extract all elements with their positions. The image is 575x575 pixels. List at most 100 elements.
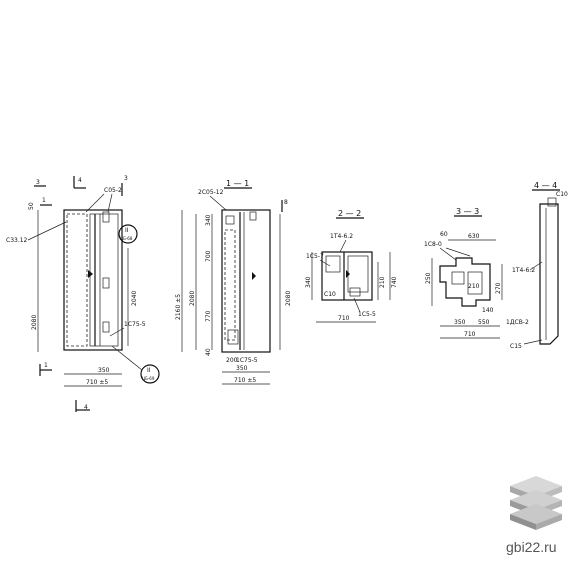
- void: [451, 271, 465, 285]
- dimension-text: 2080: [189, 291, 196, 306]
- leader-line: [209, 195, 227, 211]
- section-2-2: 2 — 2 1T4-6.2 1C5-7 C10 1C5-5 340 210 74…: [305, 209, 398, 323]
- arrow-mark: [88, 270, 93, 278]
- callout-sheet: ЦБ-69: [142, 376, 155, 381]
- tag-label: C33.12: [6, 237, 28, 244]
- leader-line: [107, 193, 113, 213]
- dimension-text: 710 ±5: [86, 379, 108, 386]
- dimension-text: 50: [28, 202, 35, 210]
- dimension-text: 2160 ±5: [175, 294, 182, 320]
- leader-line: [445, 247, 471, 257]
- dimension-text: 340: [205, 214, 212, 226]
- dimension-text: 2040: [131, 291, 138, 306]
- dimension-text: 200: [226, 357, 238, 364]
- dimension-text: 770: [205, 310, 212, 322]
- cut-label: 1: [44, 362, 48, 369]
- cut-label: 3: [36, 179, 40, 186]
- dimension-text: 350: [454, 319, 466, 326]
- tag-label: 1T4-6.2: [330, 233, 353, 240]
- tag-label: C15: [510, 343, 522, 350]
- dimension-text: 700: [205, 250, 212, 262]
- tag-label: 1ДСВ-2: [506, 319, 529, 326]
- anchor-plate: [102, 211, 110, 223]
- section-title: 1 — 1: [226, 179, 249, 188]
- dimension-text: 740: [391, 276, 398, 288]
- section-outline: [221, 209, 271, 353]
- section-outline: [439, 257, 491, 307]
- void: [467, 271, 483, 295]
- detail-callout: [118, 224, 138, 244]
- tag-label: C10: [324, 291, 336, 298]
- dimension-text: 710: [464, 331, 476, 338]
- anchor-plate: [547, 197, 557, 207]
- section-1-1: 1 — 1 2C05-12 8 2160 ±5 2080 340 700 770…: [175, 179, 292, 385]
- dimension-text: 550: [478, 319, 490, 326]
- anchor-plate: [325, 255, 341, 273]
- tag-label: 1C5-7: [306, 253, 324, 260]
- dimension-text: 270: [495, 282, 502, 294]
- dimension-text: 2080: [31, 315, 38, 330]
- dimension-text: 250: [425, 272, 432, 284]
- panel-outline: [63, 209, 123, 351]
- section-outline: [321, 251, 373, 301]
- watermark: gbi22.ru: [506, 476, 562, 555]
- hidden-edge: [66, 213, 88, 347]
- leader-line: [529, 261, 543, 271]
- callout-number: II: [125, 227, 129, 234]
- dimension-text: 210: [468, 283, 480, 290]
- dimension-text: 710: [338, 315, 350, 322]
- leader-line: [439, 247, 457, 261]
- anchor-plate: [249, 211, 257, 221]
- section-title: 3 — 3: [456, 207, 479, 216]
- callout-sheet: ЦБ-68: [120, 236, 133, 241]
- anchor-plate: [349, 287, 361, 297]
- dimension-text: 210: [379, 276, 386, 288]
- tag-label: C05-2: [104, 187, 122, 194]
- anchor-plate: [227, 329, 239, 345]
- dimension-text: 350: [98, 367, 110, 374]
- tag-label: 1C75-5: [236, 357, 258, 364]
- detail-callout: [140, 364, 160, 384]
- leader-line: [109, 327, 125, 337]
- cut-mark: 8: [284, 199, 288, 206]
- section-3-3: 3 — 3 1C8-0 60 630 210 140 250 270 350 5…: [424, 207, 529, 339]
- leader-line: [85, 193, 105, 213]
- tag-label: 1T4-6.2: [512, 267, 535, 274]
- section-title: 4 — 4: [534, 181, 557, 190]
- section-outline: [539, 203, 559, 345]
- dimension-text: 60: [440, 231, 448, 238]
- cut-label: 3: [124, 175, 128, 182]
- section-4-4: 4 — 4 C10 1T4-6.2 C15: [510, 181, 568, 350]
- hidden-edge: [224, 229, 236, 341]
- front-view: 3 4 3 1 1 4 C05-2 C33.12 1C75-5: [6, 175, 160, 412]
- inner-frame: [89, 213, 119, 347]
- site-url: gbi22.ru: [506, 539, 557, 555]
- stacked-slabs-icon: [510, 476, 562, 530]
- dimension-text: 630: [468, 233, 480, 240]
- tag-label: 2C05-12: [198, 189, 224, 196]
- dimension-text: 710 ±5: [234, 377, 256, 384]
- cut-label: 4: [84, 404, 88, 411]
- tag-label: 1C5-5: [358, 311, 376, 318]
- section-title: 2 — 2: [338, 209, 361, 218]
- dimension-text: 40: [205, 348, 212, 356]
- anchor-plate: [102, 321, 110, 333]
- void: [347, 255, 369, 293]
- cut-label: 4: [78, 177, 82, 184]
- cut-label: 1: [42, 197, 46, 204]
- tag-label: 1C75-5: [124, 321, 146, 328]
- anchor-plate: [102, 277, 110, 289]
- tag-label: 1C8-0: [424, 241, 442, 248]
- leader-line: [111, 345, 143, 371]
- dimension-text: 2080: [285, 291, 292, 306]
- leader-line: [27, 221, 67, 241]
- anchor-plate: [225, 215, 235, 225]
- leader-line: [353, 297, 361, 313]
- arrow-mark: [346, 270, 350, 278]
- leader-line: [523, 339, 543, 345]
- arrow-mark: [252, 272, 256, 280]
- dimension-text: 340: [305, 276, 312, 288]
- leader-line: [339, 239, 347, 253]
- callout-number: II: [147, 367, 151, 374]
